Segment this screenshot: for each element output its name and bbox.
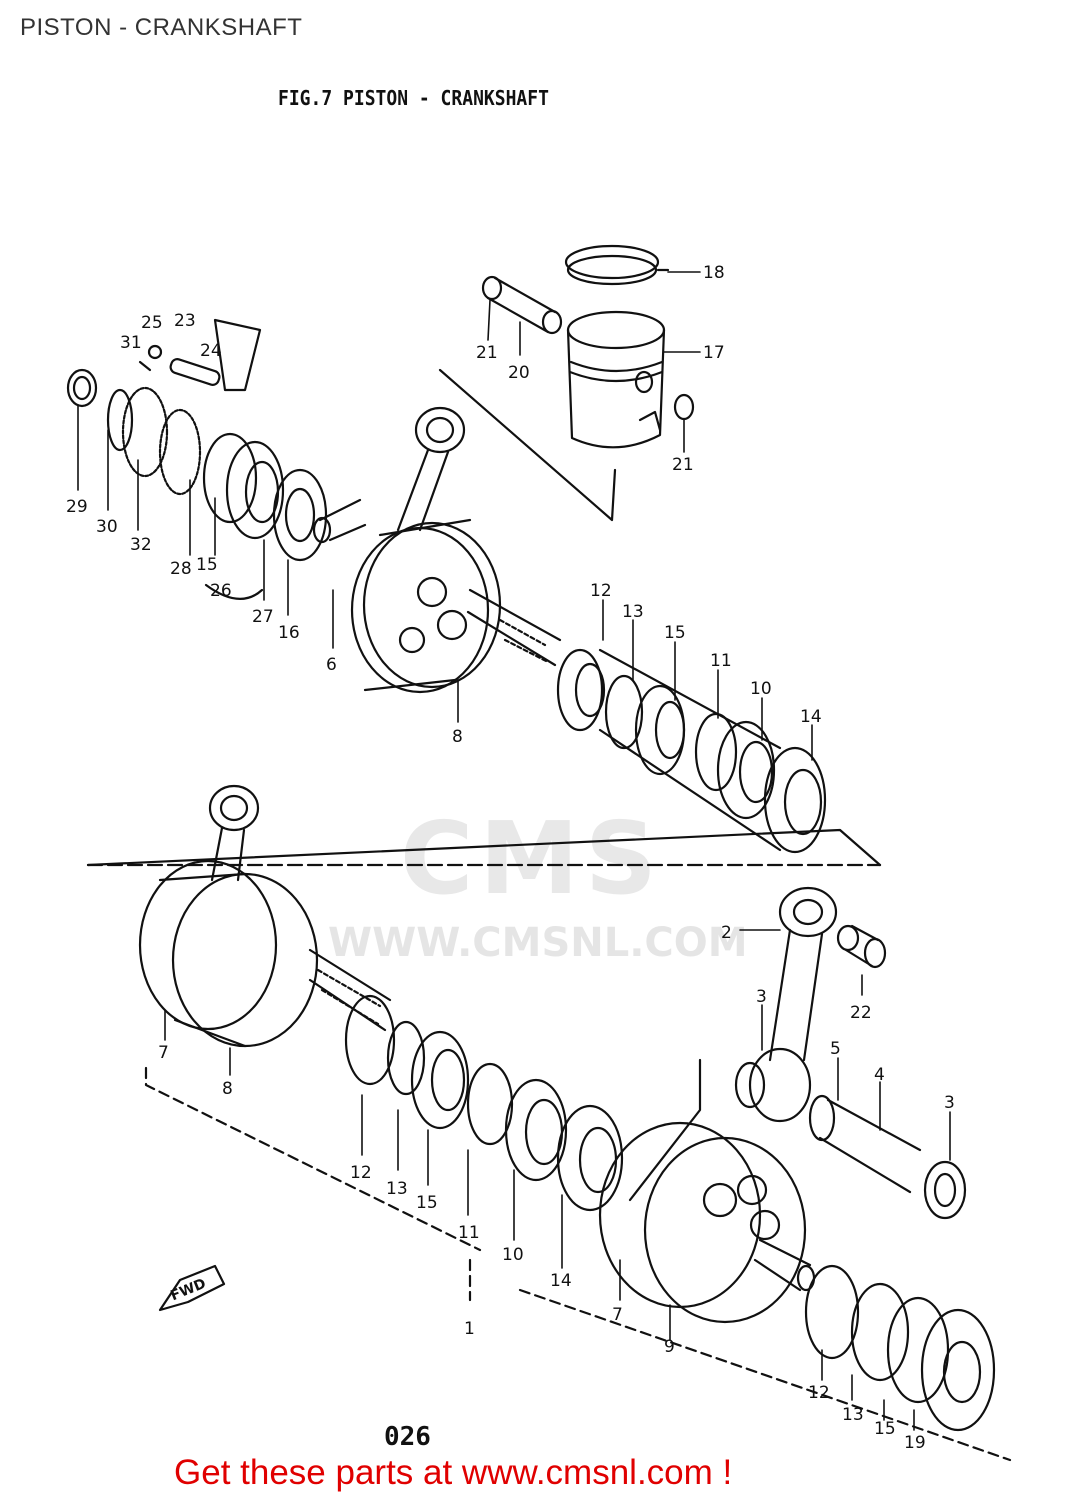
needle-bearing-drawing — [836, 924, 887, 969]
bearing-stack-upper-right-drawing — [556, 648, 827, 854]
callout-label: 14 — [800, 707, 822, 727]
callout-label: 8 — [222, 1079, 233, 1099]
callout-label: 22 — [850, 1003, 872, 1023]
callout-label: 10 — [750, 679, 772, 699]
bracket-line — [518, 1288, 1012, 1462]
callout-label: 27 — [252, 607, 274, 627]
callout-label: 11 — [710, 651, 732, 671]
callout-label: 10 — [502, 1245, 524, 1265]
piston-pin-drawing — [481, 275, 563, 335]
fwd-arrow-icon — [158, 1264, 226, 1312]
callout-label: 14 — [550, 1271, 572, 1291]
key-plate-drawing — [138, 318, 262, 392]
crankshaft-lower-left-drawing — [308, 948, 392, 1032]
callout-label: 5 — [830, 1039, 841, 1059]
piston-rings-drawing — [564, 244, 670, 286]
callout-label: 21 — [672, 455, 694, 475]
guide-line — [438, 368, 617, 522]
callout-label: 7 — [612, 1305, 623, 1325]
callout-label: 31 — [120, 333, 142, 353]
callout-label: 15 — [874, 1419, 896, 1439]
callout-label: 15 — [416, 1193, 438, 1213]
callout-label: 13 — [386, 1179, 408, 1199]
callout-label: 19 — [904, 1433, 926, 1453]
figure-title: FIG.7 PISTON - CRANKSHAFT — [278, 86, 549, 110]
callout-label: 12 — [808, 1383, 830, 1403]
callout-label: 13 — [842, 1405, 864, 1425]
callout-label: 3 — [944, 1093, 955, 1113]
callout-label: 7 — [158, 1043, 169, 1063]
page-title: PISTON - CRANKSHAFT — [20, 14, 303, 41]
callout-label: 18 — [703, 263, 725, 283]
bracket-line — [144, 1066, 482, 1302]
callout-label: 26 — [210, 581, 232, 601]
callout-label: 30 — [96, 517, 118, 537]
callout-label: 24 — [200, 341, 222, 361]
callout-label: 13 — [622, 602, 644, 622]
callout-label: 15 — [664, 623, 686, 643]
callout-label: 16 — [278, 623, 300, 643]
crankshaft-upper-right-drawing — [466, 588, 562, 667]
callout-label: 32 — [130, 535, 152, 555]
gear-stack-upper-left-drawing — [66, 368, 328, 600]
crankshaft-upper-left-drawing — [312, 498, 367, 544]
callout-label: 17 — [703, 343, 725, 363]
callout-label: 28 — [170, 559, 192, 579]
guide-line — [86, 828, 882, 867]
callout-label: 15 — [196, 555, 218, 575]
connecting-rod-lower-drawing — [208, 784, 260, 882]
callout-label: 8 — [452, 727, 463, 747]
callout-label: 1 — [464, 1319, 475, 1339]
bearing-stack-lower-drawing — [344, 994, 624, 1212]
callout-label: 20 — [508, 363, 530, 383]
callout-label: 12 — [350, 1163, 372, 1183]
shop-link[interactable]: Get these parts at www.cmsnl.com ! — [174, 1453, 733, 1492]
callout-label: 23 — [174, 311, 196, 331]
callout-label: 21 — [476, 343, 498, 363]
connecting-rod-right-drawing — [748, 886, 838, 1123]
callout-leaders — [77, 271, 951, 1431]
circlip-drawing — [673, 393, 695, 421]
callout-label: 4 — [874, 1065, 885, 1085]
callout-numbers: 18 17 21 20 21 25 23 31 24 29 30 32 28 1… — [66, 263, 955, 1453]
bearing-stack-lower-right-drawing — [804, 1264, 996, 1432]
watermark-logo: CMS — [400, 800, 663, 917]
flywheel-lower-left-drawing — [138, 859, 319, 1048]
callout-label: 25 — [141, 313, 163, 333]
page-code: 026 — [384, 1422, 431, 1452]
callout-label: 6 — [326, 655, 337, 675]
flywheel-lower-right-drawing — [598, 1121, 816, 1324]
callout-label: 29 — [66, 497, 88, 517]
crank-pin-drawing — [734, 1061, 967, 1220]
callout-label: 3 — [756, 987, 767, 1007]
flywheel-upper-drawing — [350, 518, 502, 694]
callout-label: 11 — [458, 1223, 480, 1243]
callout-label: 12 — [590, 581, 612, 601]
bracket-line — [628, 1058, 702, 1202]
watermark-url: WWW.CMSNL.COM — [328, 920, 748, 966]
callout-label: 9 — [664, 1337, 675, 1357]
connecting-rod-upper-drawing — [396, 406, 466, 532]
piston-drawing — [566, 310, 666, 449]
callout-label: 2 — [721, 923, 732, 943]
